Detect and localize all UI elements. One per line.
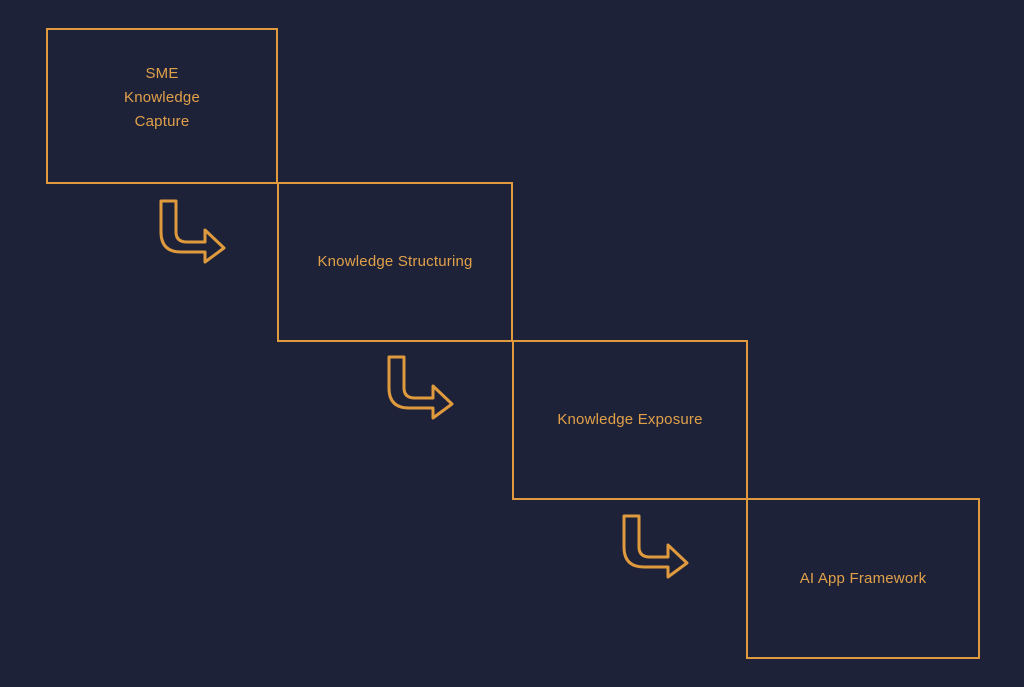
curved-down-right-arrow-icon: [621, 514, 689, 579]
stage-label-knowledge-exposure: Knowledge Exposure: [557, 411, 703, 428]
stage-box-knowledge-exposure[interactable]: Knowledge Exposure: [512, 340, 748, 500]
curved-down-right-arrow-icon: [158, 199, 226, 264]
stage-label-sme-knowledge-capture: SME Knowledge Capture: [123, 65, 201, 130]
curved-down-right-arrow-icon-glyph: [622, 514, 689, 579]
arrow-outline-path: [387, 355, 454, 420]
curved-down-right-arrow-icon-glyph: [387, 355, 454, 420]
arrow-outline-path: [159, 199, 226, 264]
curved-down-right-arrow-icon-glyph: [159, 199, 226, 264]
stage-box-knowledge-structuring[interactable]: Knowledge Structuring: [277, 182, 513, 342]
stage-box-sme-knowledge-capture[interactable]: SME Knowledge Capture: [46, 28, 278, 184]
stage-label-knowledge-structuring: Knowledge Structuring: [317, 253, 473, 270]
stage-box-ai-app-framework[interactable]: AI App Framework: [746, 498, 980, 659]
arrow-outline-path: [622, 514, 689, 579]
curved-down-right-arrow-icon: [386, 355, 454, 420]
stage-label-ai-app-framework: AI App Framework: [799, 569, 927, 587]
